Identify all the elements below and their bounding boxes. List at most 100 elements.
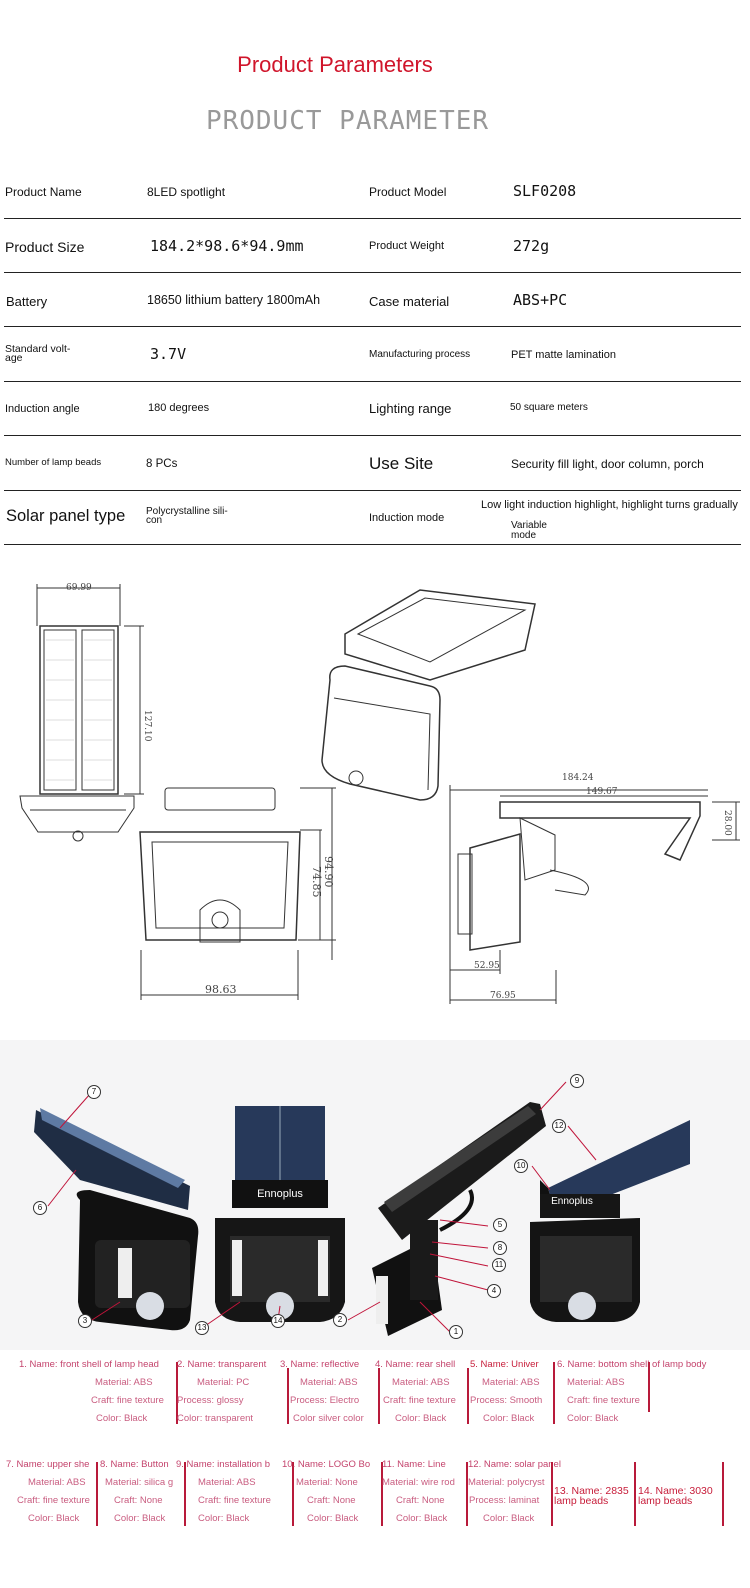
product-size-label: Product Size bbox=[5, 239, 85, 255]
divider bbox=[176, 1362, 178, 1424]
part-4: 4. Name: rear shell Material: ABS Craft:… bbox=[375, 1356, 465, 1428]
brand-label-1: Ennoplus bbox=[257, 1188, 303, 1200]
divider bbox=[292, 1462, 294, 1526]
part-4-color: Color: Black bbox=[395, 1413, 447, 1424]
case-material-label: Case material bbox=[369, 294, 450, 309]
product-name-value: 8LED spotlight bbox=[147, 185, 226, 199]
part-10-name: 10. Name: LOGO Bo bbox=[282, 1459, 371, 1470]
part-11-craft: Craft: None bbox=[396, 1495, 445, 1506]
row-divider bbox=[4, 544, 741, 545]
part-8: 8. Name: Button Material: silica g Craft… bbox=[100, 1456, 180, 1528]
part-11-color: Color: Black bbox=[396, 1513, 448, 1524]
callout-13: 13 bbox=[195, 1321, 209, 1335]
row-divider bbox=[4, 490, 741, 491]
part-4-craft: Craft: fine texture bbox=[383, 1395, 456, 1406]
solar-panel-label: Solar panel type bbox=[6, 507, 126, 525]
part-4-material: Material: ABS bbox=[392, 1377, 450, 1388]
part-4-name: 4. Name: rear shell bbox=[375, 1359, 456, 1370]
dim-label-8: 28.00 bbox=[722, 810, 732, 836]
callout-5: 5 bbox=[493, 1218, 507, 1232]
part-8-name: 8. Name: Button bbox=[100, 1459, 169, 1470]
page-title: Product Parameters bbox=[237, 52, 433, 77]
part-8-material: Material: silica g bbox=[105, 1477, 174, 1488]
use-site-label: Use Site bbox=[369, 454, 434, 473]
callout-2: 2 bbox=[333, 1313, 347, 1327]
induction-mode-label: Induction mode bbox=[369, 512, 445, 524]
part-6: 6. Name: bottom shell of lamp body Mater… bbox=[557, 1356, 706, 1428]
lamp-side-drawing bbox=[449, 785, 740, 1004]
part-3-material: Material: ABS bbox=[300, 1377, 358, 1388]
panel-front-drawing bbox=[19, 584, 144, 842]
dimension-drawing: 69.99 127.10 74.85 94.90 98.63 184.24 14… bbox=[19, 583, 740, 1004]
product-model-value: SLF0208 bbox=[513, 182, 577, 200]
product-model-label: Product Model bbox=[369, 185, 447, 199]
part-7-craft: Craft: fine texture bbox=[17, 1495, 90, 1506]
product-name-label: Product Name bbox=[5, 185, 82, 199]
part-12-process: Process: laminat bbox=[469, 1495, 540, 1506]
part-6-craft: Craft: fine texture bbox=[567, 1395, 640, 1406]
part-5-name: 5. Name: Univer bbox=[470, 1359, 539, 1370]
row-divider bbox=[4, 272, 741, 273]
part-1-craft: Craft: fine texture bbox=[91, 1395, 164, 1406]
divider bbox=[648, 1362, 650, 1412]
callout-10: 10 bbox=[514, 1159, 528, 1173]
dim-label-7: 149.67 bbox=[586, 787, 618, 797]
part-2-material: Material: PC bbox=[197, 1377, 250, 1388]
part-10-color: Color: Black bbox=[307, 1513, 359, 1524]
part-2-name: 2. Name: transparent bbox=[177, 1359, 267, 1370]
part-13-name: 13. Name: 2835 bbox=[554, 1485, 629, 1497]
lamp-photo-exploded bbox=[372, 1102, 546, 1336]
part-3-process: Process: Electro bbox=[290, 1395, 360, 1406]
lighting-range-value: 50 square meters bbox=[510, 402, 588, 413]
part-1: 1. Name: front shell of lamp head Materi… bbox=[19, 1356, 164, 1428]
part-11: 11. Name: Line Material: wire rod Craft:… bbox=[382, 1456, 464, 1528]
part-3-name: 3. Name: reflective bbox=[280, 1359, 360, 1370]
part-12: 12. Name: solar panel Material: polycrys… bbox=[468, 1456, 568, 1528]
part-14: 14. Name: 3030 lamp beads bbox=[638, 1485, 713, 1507]
lamp-photo-left bbox=[34, 1108, 199, 1331]
lamp-photo-right: Ennoplus bbox=[530, 1120, 690, 1322]
divider bbox=[96, 1462, 98, 1526]
part-1-name: 1. Name: front shell of lamp head bbox=[19, 1359, 159, 1370]
part-5-color: Color: Black bbox=[483, 1413, 535, 1424]
part-12-color: Color: Black bbox=[483, 1513, 535, 1524]
induction-mode-value-line3: mode bbox=[511, 530, 537, 541]
dim-label-2: 127.10 bbox=[142, 710, 152, 742]
part-9-color: Color: Black bbox=[198, 1513, 250, 1524]
part-14-detail: lamp beads bbox=[638, 1495, 693, 1507]
part-10-craft: Craft: None bbox=[307, 1495, 356, 1506]
manufacturing-value: PET matte lamination bbox=[511, 349, 616, 361]
callout-14: 14 bbox=[271, 1314, 285, 1328]
part-1-material: Material: ABS bbox=[95, 1377, 153, 1388]
callout-1: 1 bbox=[449, 1325, 463, 1339]
voltage-value: 3.7V bbox=[150, 345, 187, 363]
divider bbox=[553, 1362, 555, 1424]
part-8-color: Color: Black bbox=[114, 1513, 166, 1524]
part-12-name: 12. Name: solar panel bbox=[468, 1459, 561, 1470]
induction-mode-value-rest: Variable mode bbox=[511, 521, 547, 541]
part-7-color: Color: Black bbox=[28, 1513, 80, 1524]
callout-8: 8 bbox=[493, 1241, 507, 1255]
part-13: 13. Name: 2835 lamp beads bbox=[554, 1485, 629, 1507]
dim-label-9: 52.95 bbox=[474, 961, 500, 971]
part-3: 3. Name: reflective Material: ABS Proces… bbox=[280, 1356, 370, 1428]
callout-4: 4 bbox=[487, 1284, 501, 1298]
lamp-beads-value: 8 PCs bbox=[146, 458, 178, 470]
part-6-color: Color: Black bbox=[567, 1413, 619, 1424]
divider bbox=[467, 1368, 469, 1424]
part-6-material: Material: ABS bbox=[567, 1377, 625, 1388]
part-14-name: 14. Name: 3030 bbox=[638, 1485, 713, 1497]
row-divider bbox=[4, 435, 741, 436]
part-8-craft: Craft: None bbox=[114, 1495, 163, 1506]
use-site-value: Security fill light, door column, porch bbox=[511, 457, 704, 471]
callout-6: 6 bbox=[33, 1201, 47, 1215]
lamp-beads-label: Number of lamp beads bbox=[5, 457, 102, 468]
divider bbox=[184, 1462, 186, 1526]
dim-label-4: 94.90 bbox=[322, 856, 335, 888]
product-weight-value: 272g bbox=[513, 237, 550, 255]
voltage-label: Standard volt- age bbox=[5, 344, 70, 364]
divider bbox=[551, 1462, 553, 1526]
part-9-name: 9. Name: installation b bbox=[176, 1459, 270, 1470]
part-11-name: 11. Name: Line bbox=[382, 1459, 446, 1470]
row-divider bbox=[4, 381, 741, 382]
